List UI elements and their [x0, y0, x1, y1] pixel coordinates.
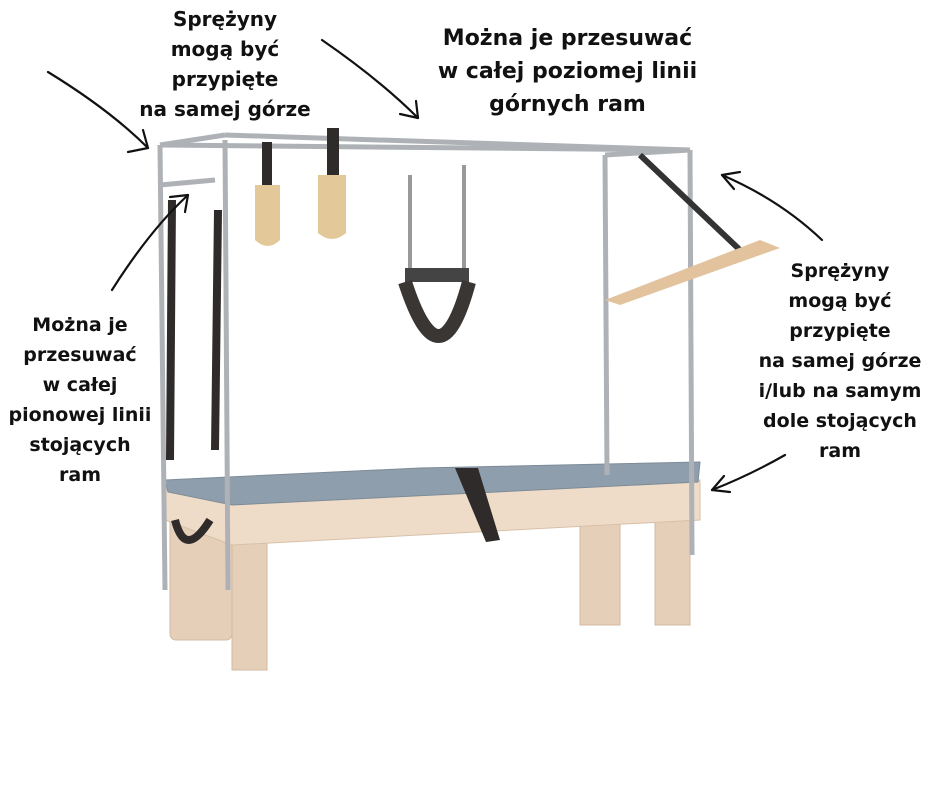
annotation-line: Sprężyny [790, 260, 890, 282]
annotation-line: przesuwać [23, 344, 137, 366]
annotation-line: przypięte [789, 320, 891, 342]
annotation-line: ram [59, 464, 101, 486]
annotation-line: i/lub na samym [758, 380, 922, 402]
annotation-line: górnych ram [489, 92, 646, 117]
annotation-line: mogą być [170, 37, 280, 61]
annotation-line: mogą być [788, 290, 892, 312]
annotation-line: Można je przesuwać [442, 26, 693, 51]
annotation-line: stojących [29, 434, 131, 456]
frame [157, 132, 695, 591]
mat-strap [455, 468, 500, 542]
annotation-line: w całej [42, 374, 118, 396]
annotation-arrows [46, 38, 824, 494]
annotation-line: na samej górze [139, 97, 311, 121]
annotation-top-left: Sprężyny mogą być przypięte na samej gór… [125, 4, 325, 124]
fuzzy-loops [255, 128, 346, 246]
push-through-bar [605, 152, 780, 305]
mat [164, 461, 701, 506]
annotation-line: Sprężyny [172, 7, 278, 31]
annotation-line: Można je [32, 314, 128, 336]
annotation-line: przypięte [171, 67, 279, 91]
annotation-line: w całej poziomej linii [437, 59, 698, 84]
side-straps [166, 199, 222, 544]
annotation-right: Sprężyny mogą być przypięte na samej gór… [740, 256, 940, 466]
annotation-line: pionowej linii [8, 404, 152, 426]
annotation-line: na samej górze [758, 350, 922, 372]
annotation-line: ram [819, 440, 861, 462]
trapeze [398, 165, 476, 343]
annotation-top-center: Można je przesuwać w całej poziomej lini… [420, 22, 715, 121]
annotation-line: dole stojących [763, 410, 917, 432]
annotation-left: Można je przesuwać w całej pionowej lini… [0, 310, 170, 490]
